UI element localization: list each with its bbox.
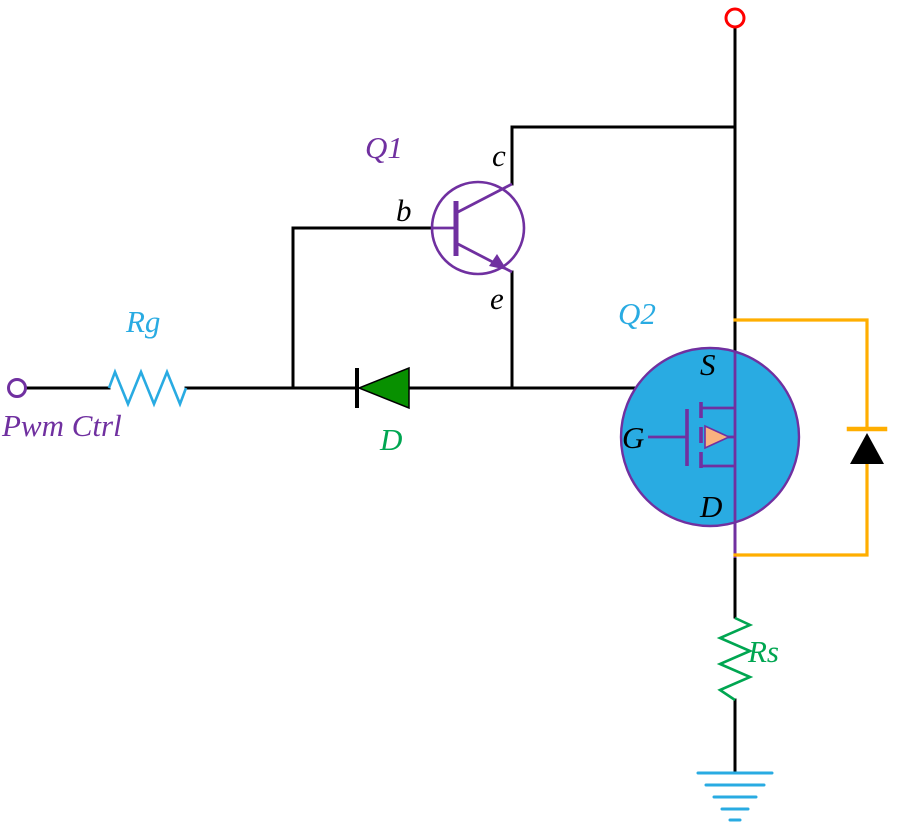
supply-terminal: [724, 7, 746, 29]
labels: Pwm Ctrl Rg Q1 c b e D Q2 S G D Rs: [1, 130, 779, 669]
label-q1-collector: c: [492, 138, 506, 173]
label-diode-d: D: [379, 422, 402, 457]
transistor-q1: [430, 180, 526, 276]
q2-body-arrow: [704, 424, 731, 450]
label-rg: Rg: [125, 304, 160, 339]
body-diode-branch: [733, 318, 888, 557]
base-branch-wire: [291, 226, 434, 390]
body-diode-triangle: [850, 433, 884, 464]
body-diode-top-wire: [733, 318, 869, 431]
resistor-rs: [716, 616, 754, 702]
mosfet-q2: [619, 346, 801, 558]
label-q1: Q1: [365, 130, 403, 165]
q1-collector-lead: [455, 182, 513, 215]
wires: [24, 25, 737, 773]
body-diode-bottom-wire: [733, 461, 869, 557]
label-rs: Rs: [747, 634, 779, 669]
q1-emitter-arrow: [489, 254, 507, 270]
label-q2: Q2: [618, 296, 656, 331]
label-q1-base: b: [396, 193, 412, 228]
label-pwm-ctrl: Pwm Ctrl: [1, 408, 122, 443]
q2-symbol: [648, 352, 737, 522]
label-q2-source: S: [700, 347, 716, 382]
diode-d-triangle: [356, 366, 410, 410]
label-q2-gate: G: [622, 420, 644, 455]
ground-symbol: [696, 771, 774, 822]
diode-d: [355, 366, 410, 410]
label-q2-drain: D: [699, 489, 722, 524]
resistor-rg: [107, 368, 188, 408]
pwm-terminal: [7, 378, 27, 398]
label-q1-emitter: e: [490, 281, 504, 316]
collector-top-wire: [510, 125, 737, 186]
